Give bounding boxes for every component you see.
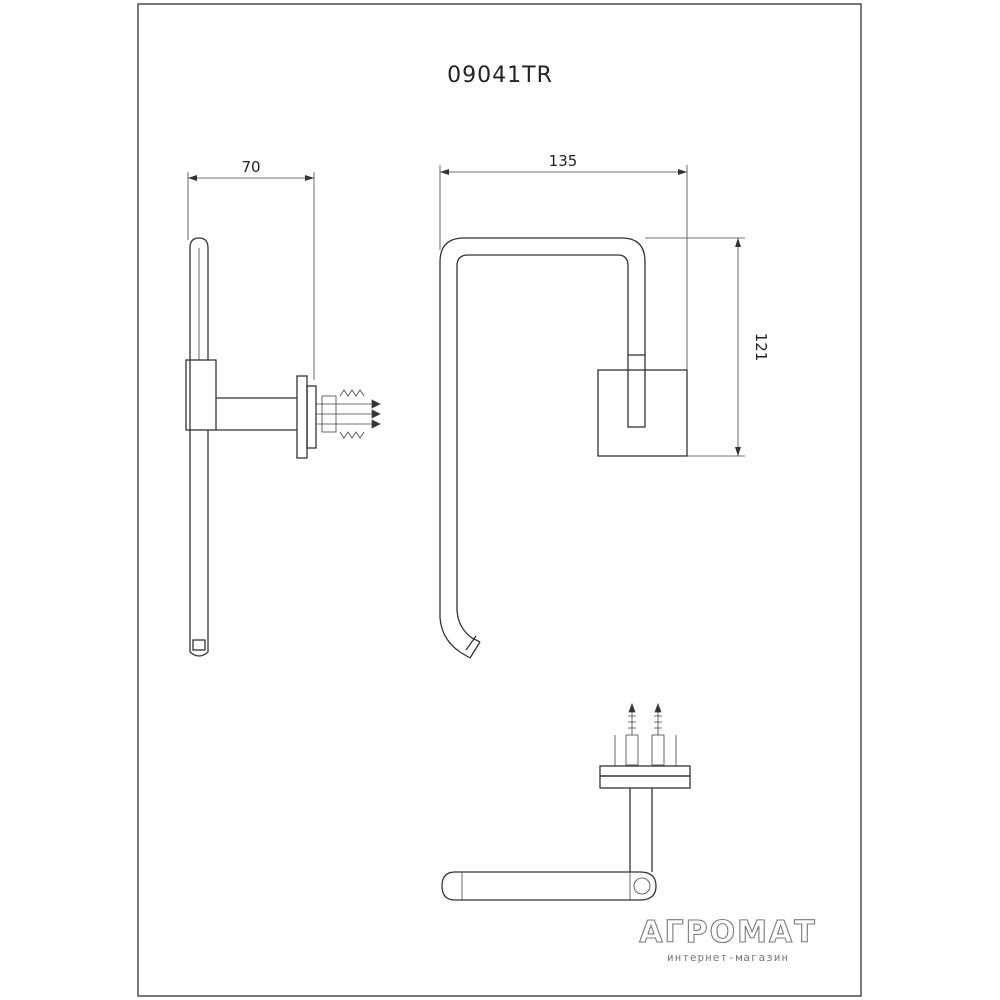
top-view — [441, 702, 691, 901]
front-height-label: 121 — [752, 333, 770, 362]
svg-text:интернет-магазин: интернет-магазин — [667, 951, 789, 964]
model-title: 09041TR — [447, 63, 553, 88]
front-width-label: 135 — [549, 152, 578, 170]
side-view: 70 — [185, 158, 381, 657]
front-view: 135 121 — [439, 152, 770, 659]
svg-text:АГРОМАТ: АГРОМАТ — [639, 915, 816, 950]
sheet-border — [137, 3, 862, 997]
watermark-logo: АГРОМАТ интернет-магазин — [639, 914, 816, 964]
side-width-label: 70 — [241, 158, 260, 176]
